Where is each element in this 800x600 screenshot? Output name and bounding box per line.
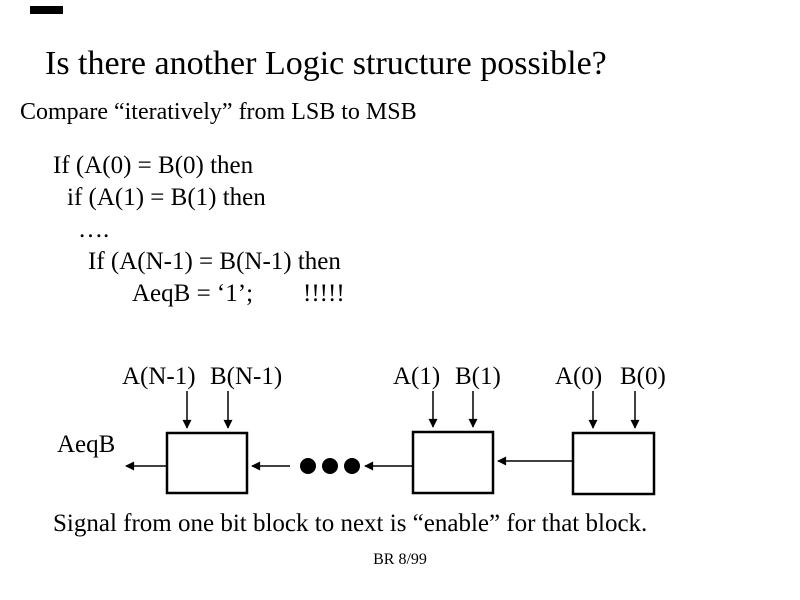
- bit-block-msb: [165, 431, 249, 495]
- enable-chain-arrows: [125, 456, 573, 471]
- label-b-1: B(1): [455, 363, 501, 390]
- input-arrows: [182, 391, 640, 429]
- label-aeqb-output: AeqB: [57, 431, 115, 458]
- slide-caption: Signal from one bit block to next is “en…: [53, 510, 648, 537]
- slide-footer: BR 8/99: [373, 551, 427, 568]
- bit-block-diagram: A(N-1) B(N-1) A(1) B(1) A(0) B(0) AeqB: [57, 363, 666, 496]
- ellipsis-dots: [300, 458, 360, 474]
- dot-2: [322, 458, 338, 474]
- label-a-1: A(1): [393, 363, 440, 390]
- label-a-n-1: A(N-1): [122, 363, 196, 390]
- code-line-ellipsis: ….: [78, 216, 110, 243]
- dot-1: [300, 458, 316, 474]
- corner-mark: [30, 6, 63, 14]
- dot-3: [344, 458, 360, 474]
- bit-block-1: [411, 430, 495, 495]
- code-line-4: AeqB = ‘1’; !!!!!: [132, 280, 345, 307]
- slide-subtitle: Compare “iteratively” from LSB to MSB: [20, 99, 417, 125]
- label-a-0: A(0): [555, 363, 602, 390]
- code-line-1: If (A(0) = B(0) then: [53, 152, 254, 179]
- label-b-n-1: B(N-1): [210, 363, 282, 390]
- code-line-2: if (A(1) = B(1) then: [67, 184, 266, 211]
- label-b-0: B(0): [620, 363, 666, 390]
- slide-title: Is there another Logic structure possibl…: [45, 45, 607, 82]
- code-line-3: If (A(N-1) = B(N-1) then: [88, 248, 341, 275]
- pseudocode-block: If (A(0) = B(0) then if (A(1) = B(1) the…: [0, 150, 800, 310]
- bit-block-lsb: [571, 431, 656, 496]
